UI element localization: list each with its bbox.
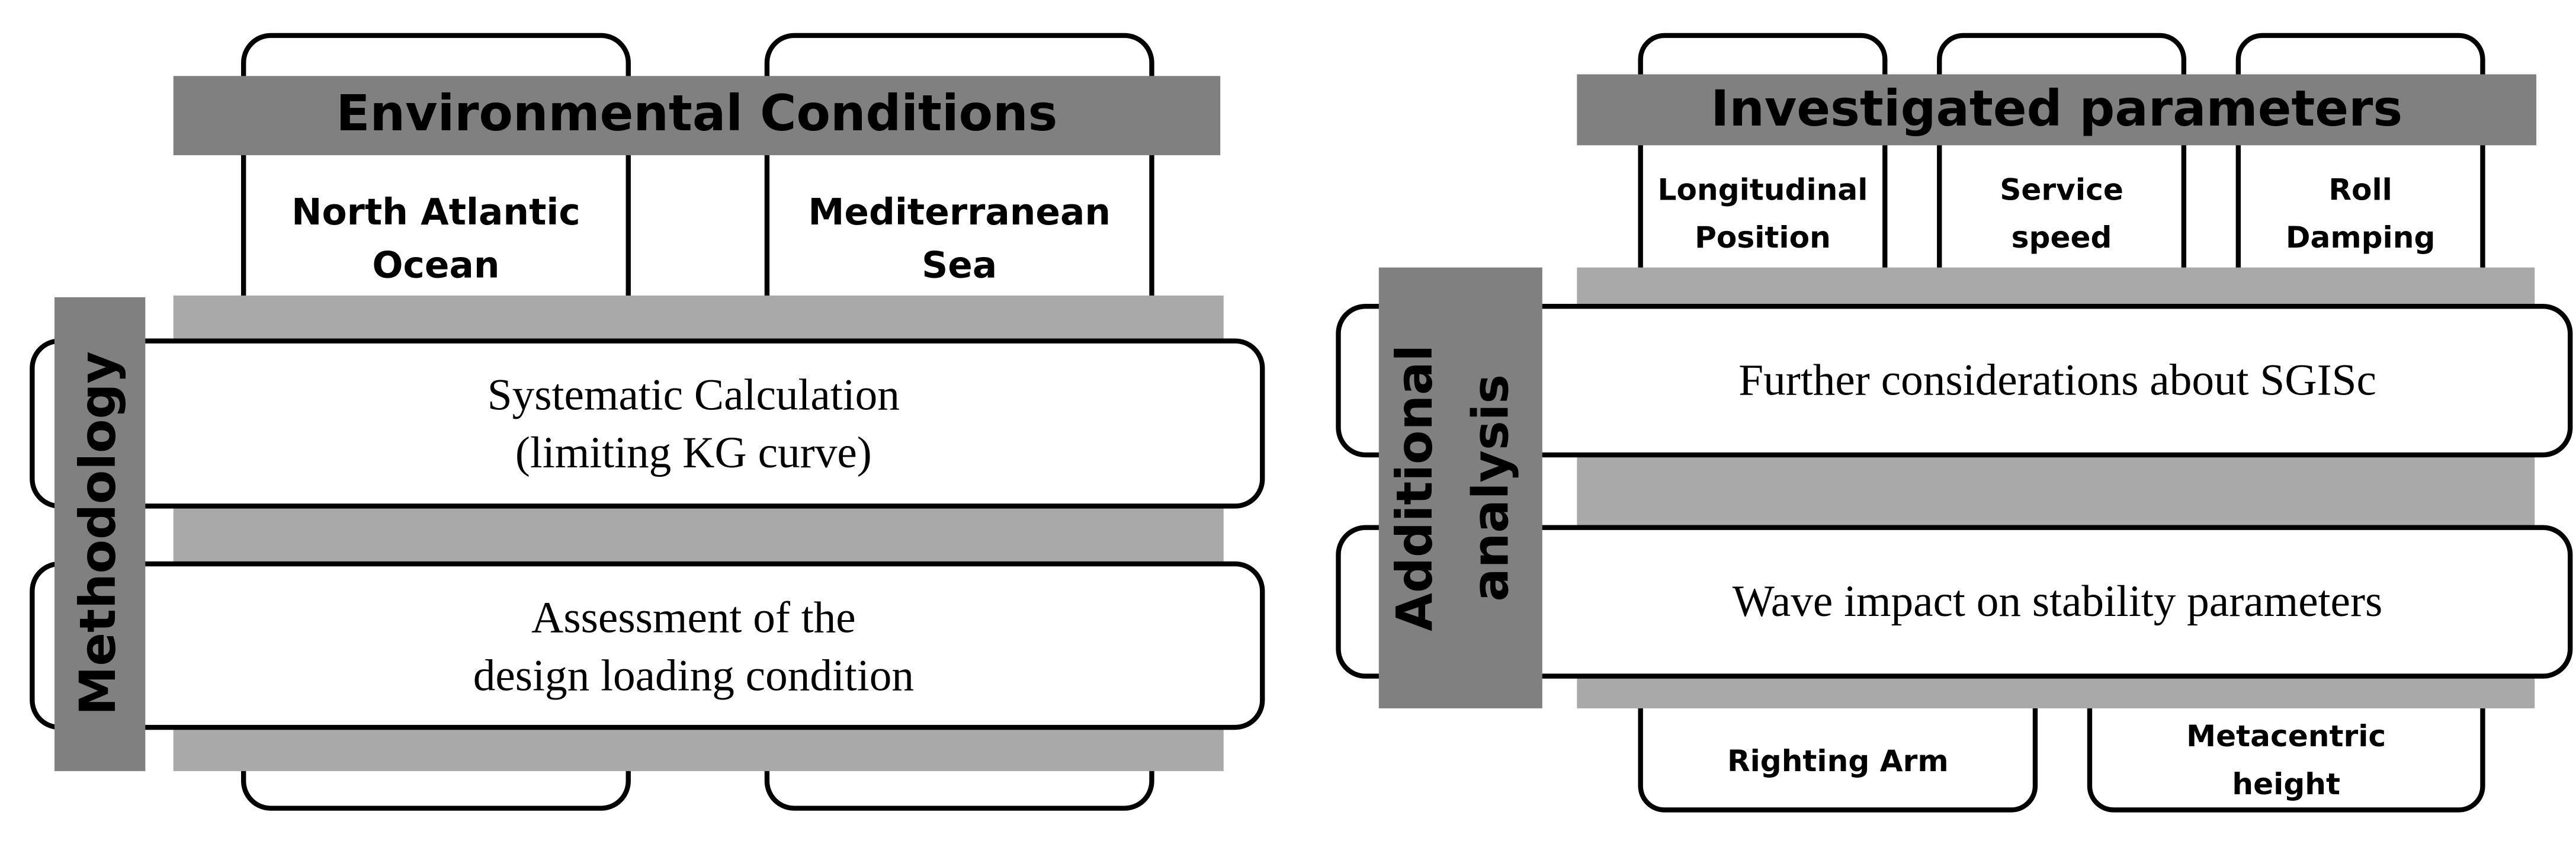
- methodology-sidebar: [54, 297, 146, 771]
- column-label-metacentric-height: Metacentric height: [2186, 720, 2386, 803]
- column-label-mediterranean: Mediterranean Sea: [808, 193, 1111, 288]
- methodology-label: Methodology: [70, 351, 129, 715]
- row-systematic-calculation: [30, 338, 1265, 509]
- parameters-header-title: Investigated parameters: [1711, 81, 2403, 139]
- row-wave-impact-text: Wave impact on stability parameters: [1732, 576, 2383, 626]
- additional-analysis-label: Additional analysis: [1387, 344, 1521, 631]
- column-label-righting-arm: Righting Arm: [1727, 744, 1949, 779]
- environmental-header-title: Environmental Conditions: [336, 85, 1058, 144]
- column-label-roll-damping: Roll Damping: [2285, 173, 2436, 256]
- parameters-header: [1577, 74, 2537, 146]
- row-design-loading: [30, 561, 1265, 730]
- row-design-loading-text: Assessment of the design loading conditi…: [473, 592, 915, 701]
- row-further-considerations-text: Further considerations about SGISc: [1738, 355, 2376, 405]
- additional-analysis-sidebar: [1378, 267, 1542, 708]
- environmental-header: [173, 76, 1221, 156]
- column-label-longitudinal-position: Longitudinal Position: [1657, 173, 1868, 256]
- row-systematic-calculation-text: Systematic Calculation (limiting KG curv…: [487, 370, 900, 477]
- column-label-service-speed: Service speed: [2000, 173, 2123, 256]
- column-label-north-atlantic: North Atlantic Ocean: [291, 193, 580, 288]
